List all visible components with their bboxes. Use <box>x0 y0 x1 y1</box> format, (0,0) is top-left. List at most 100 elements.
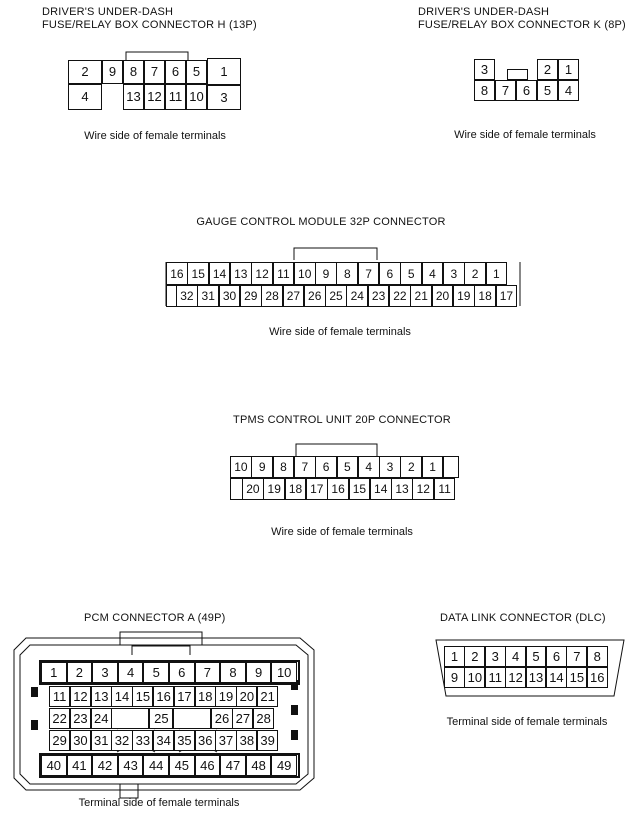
pcm-lock-inner <box>131 645 191 655</box>
pcm-key-right-mid <box>291 705 298 715</box>
pin-39: 39 <box>257 730 279 751</box>
pin-27: 27 <box>232 708 254 729</box>
pin-3: 3 <box>474 59 495 80</box>
pin-4: 4 <box>68 84 102 110</box>
pin-5: 5 <box>537 80 558 101</box>
pin-26: 26 <box>211 708 233 729</box>
pin-14: 14 <box>369 478 392 500</box>
connector-h-caption: Wire side of female terminals <box>84 130 226 142</box>
pin-3: 3 <box>92 662 118 683</box>
pin-11: 11 <box>484 667 506 688</box>
pin-32: 32 <box>111 730 133 751</box>
connector-k-caption: Wire side of female terminals <box>454 129 596 141</box>
pin-13: 13 <box>391 478 413 500</box>
pin-48: 48 <box>245 755 272 776</box>
pin-8: 8 <box>336 262 359 285</box>
pin-25: 25 <box>325 285 347 307</box>
pcm-blank-x-left <box>116 729 156 753</box>
connector-k-title: DRIVER'S UNDER-DASH FUSE/RELAY BOX CONNE… <box>418 6 626 32</box>
pin-14: 14 <box>546 667 567 688</box>
pin-2: 2 <box>464 262 486 285</box>
pin-5: 5 <box>143 662 169 683</box>
pin-21: 21 <box>257 686 279 707</box>
pin-9: 9 <box>315 262 337 285</box>
pin-9: 9 <box>245 662 272 683</box>
dlc-trapezoid-housing <box>435 639 625 697</box>
pcm-lock-tab <box>119 631 203 645</box>
pin-1: 1 <box>207 58 241 85</box>
pin-4: 4 <box>505 646 527 667</box>
tpms-top-filler <box>443 456 459 478</box>
pin-31: 31 <box>90 730 112 751</box>
pcm-bottom-tab <box>119 784 139 799</box>
gauge-lock-tab <box>293 247 378 260</box>
pin-24: 24 <box>90 708 112 729</box>
pin-47: 47 <box>220 755 246 776</box>
pin-2: 2 <box>464 646 486 667</box>
pin-11: 11 <box>49 686 71 707</box>
pin-10: 10 <box>186 84 207 110</box>
connector-h-title: DRIVER'S UNDER-DASH FUSE/RELAY BOX CONNE… <box>42 6 257 32</box>
pin-9: 9 <box>251 456 274 478</box>
pin-36: 36 <box>194 730 216 751</box>
pin-5: 5 <box>400 262 423 285</box>
pin-16: 16 <box>153 686 175 707</box>
pin-18: 18 <box>284 478 307 500</box>
tpms-lock-tab <box>295 443 378 456</box>
pin-16: 16 <box>327 478 349 500</box>
pcm-blank-right <box>173 708 212 729</box>
connector-h-title-line2: FUSE/RELAY BOX CONNECTOR H (13P) <box>42 19 257 31</box>
pin-3: 3 <box>379 456 401 478</box>
pin-2: 2 <box>537 59 558 80</box>
pcm-blank-x-right <box>178 729 218 753</box>
pin-10: 10 <box>230 456 252 478</box>
pin-28: 28 <box>253 708 275 729</box>
pin-29: 29 <box>239 285 262 307</box>
pin-8: 8 <box>586 646 608 667</box>
pin-2: 2 <box>400 456 423 478</box>
pin-12: 12 <box>69 686 92 707</box>
pin-35: 35 <box>173 730 196 751</box>
pin-12: 12 <box>144 84 165 110</box>
pin-37: 37 <box>215 730 237 751</box>
pin-4: 4 <box>357 456 380 478</box>
pin-12: 12 <box>505 667 527 688</box>
gauge-housing-edges <box>165 262 521 306</box>
pin-40: 40 <box>41 755 67 776</box>
pin-14: 14 <box>208 262 231 285</box>
pin-10: 10 <box>464 667 486 688</box>
pin-7: 7 <box>495 80 516 101</box>
pin-20: 20 <box>236 686 258 707</box>
pcm-blank-left <box>111 708 150 729</box>
pin-4: 4 <box>117 662 144 683</box>
pin-11: 11 <box>165 84 186 110</box>
pcm-key-right-lower <box>291 730 298 740</box>
tpms-connector-caption: Wire side of female terminals <box>271 526 413 538</box>
pcm-connector-caption: Terminal side of female terminals <box>78 797 240 809</box>
pin-10: 10 <box>271 662 297 683</box>
pin-5: 5 <box>525 646 547 667</box>
pin-4: 4 <box>558 80 579 101</box>
pin-3: 3 <box>442 262 465 285</box>
pin-7: 7 <box>194 662 221 683</box>
connector-h-blank <box>102 84 123 110</box>
connector-k-title-line2: FUSE/RELAY BOX CONNECTOR K (8P) <box>418 19 626 31</box>
pin-2: 2 <box>66 662 93 683</box>
pin-1: 1 <box>444 646 465 667</box>
pin-11: 11 <box>272 262 295 285</box>
pin-18: 18 <box>474 285 496 307</box>
pin-10: 10 <box>293 262 316 285</box>
dlc-caption: Terminal side of female terminals <box>446 716 608 728</box>
pin-1: 1 <box>41 662 67 683</box>
pin-7: 7 <box>566 646 588 667</box>
pcm-inner-housing <box>19 644 309 785</box>
gauge-connector-caption: Wire side of female terminals <box>269 326 411 338</box>
